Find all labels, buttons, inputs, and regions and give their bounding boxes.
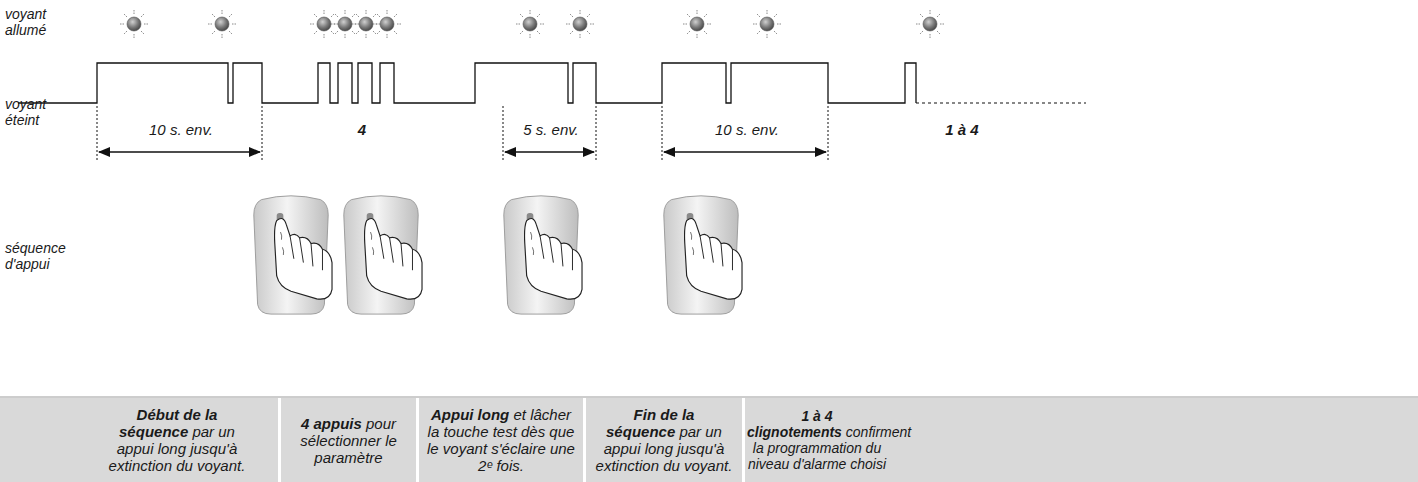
led-icon [916, 10, 944, 38]
led-icon [310, 10, 338, 38]
step-heading: 1 à 4 clignotements [747, 408, 842, 440]
row-label: séquence d'appui [5, 240, 75, 272]
signal-level-label: voyant éteint [5, 96, 65, 128]
step-text: 1 à 4 clignotementsconfirment la program… [747, 408, 887, 472]
step-cell: Fin de la séquencepar un appui long jusq… [586, 398, 742, 482]
led-icon [566, 10, 594, 38]
led-icon [373, 10, 401, 38]
step-heading: Appui long [431, 406, 509, 423]
step-heading: 4 appuis [301, 415, 362, 432]
step-cell: 1 à 4 clignotementsconfirment la program… [745, 398, 1418, 482]
led-icon [331, 10, 359, 38]
duration-label: 10 s. env. [713, 122, 781, 138]
led-icon [352, 10, 380, 38]
step-text: Appui longet lâcher la touche test dès q… [426, 406, 576, 474]
led-icon [516, 10, 544, 38]
duration-label: 5 s. env. [521, 122, 581, 138]
signal-level-label: voyant allumé [5, 6, 65, 38]
led-icon [120, 10, 148, 38]
led-icon [683, 10, 711, 38]
duration-label: 10 s. env. [147, 122, 215, 138]
step-cell: 4 appuispour sélectionner le paramètre [281, 398, 416, 482]
led-icon [208, 10, 236, 38]
step-text: Fin de la séquencepar un appui long jusq… [589, 406, 739, 474]
step-text: 4 appuispour sélectionner le paramètre [285, 415, 413, 466]
step-cell: Appui longet lâcher la touche test dès q… [419, 398, 583, 482]
step-text: Début de la séquencepar un appui long ju… [100, 406, 254, 474]
duration-label: 4 [356, 122, 368, 138]
duration-label: 1 à 4 [943, 122, 980, 138]
led-icon [753, 10, 781, 38]
step-cell: Début de la séquencepar un appui long ju… [0, 398, 278, 482]
